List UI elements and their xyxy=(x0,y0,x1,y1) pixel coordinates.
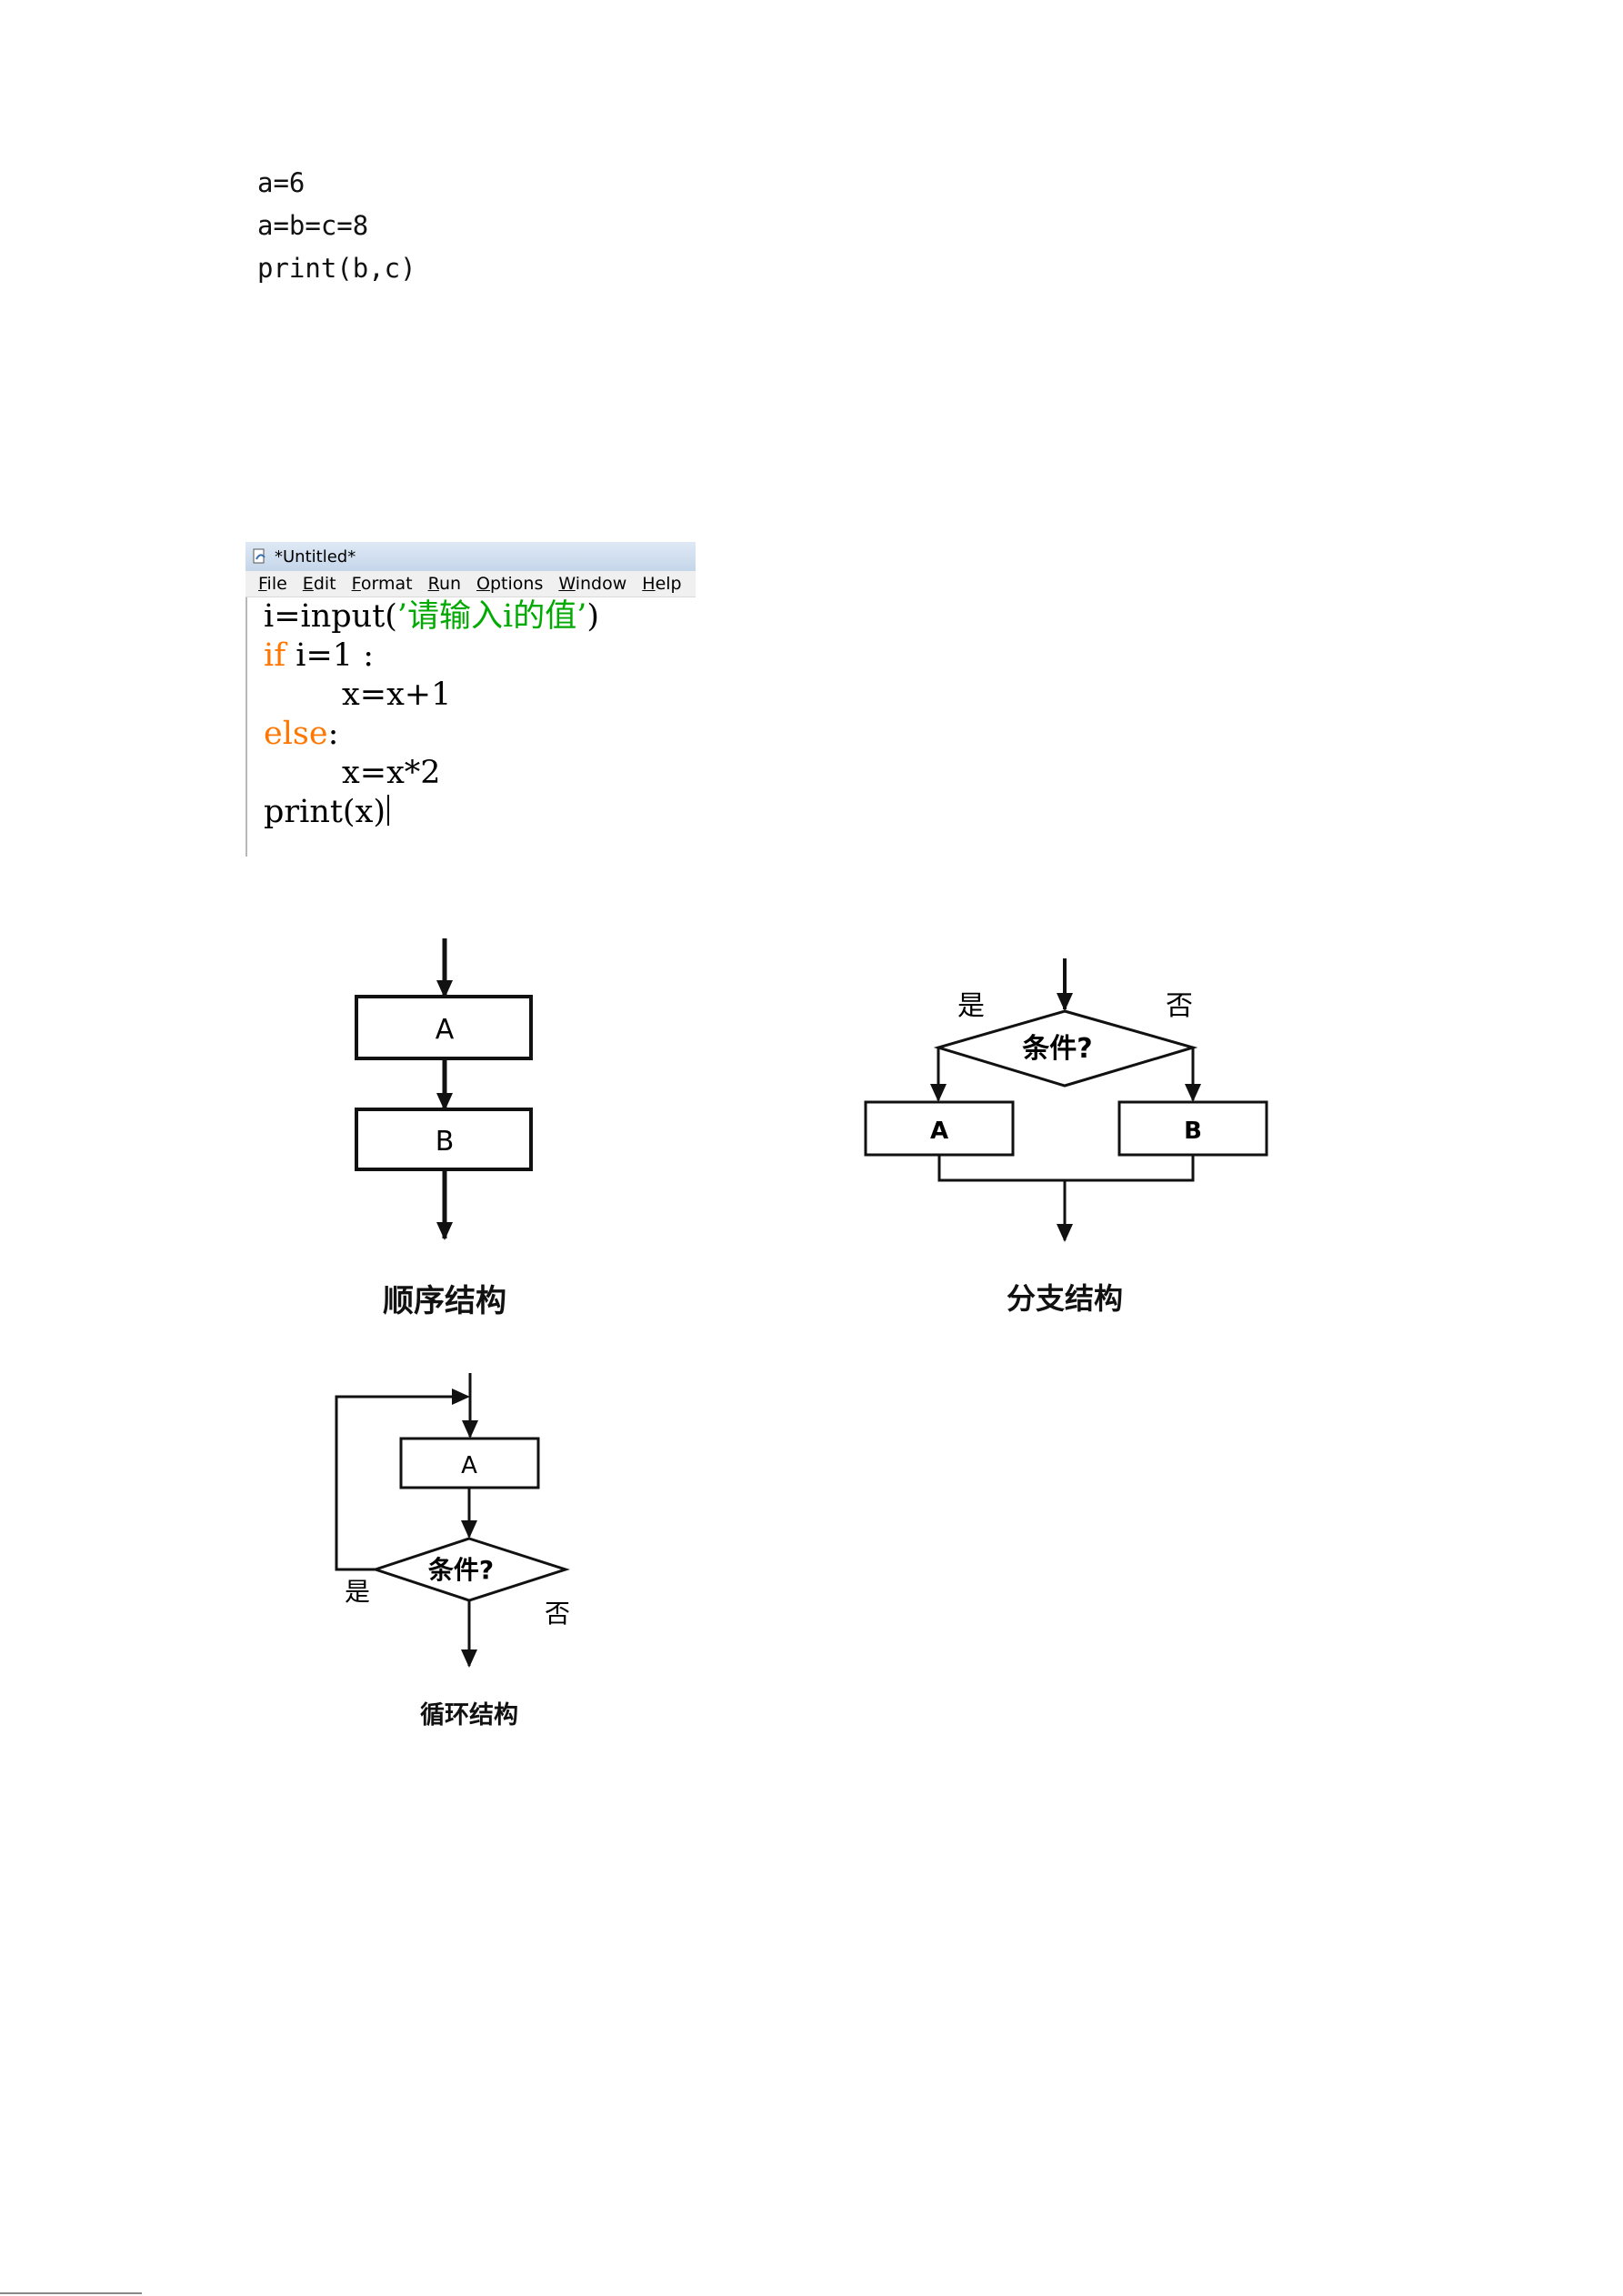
box-b-label: B xyxy=(1184,1118,1202,1145)
loop-caption: 循环结构 xyxy=(396,1695,542,1730)
branch-diagram: 条件? 是 否 A B xyxy=(866,958,1267,1240)
no-label: 否 xyxy=(545,1599,570,1629)
condition-label: 条件? xyxy=(1022,1033,1092,1065)
loop-diagram: A 条件? 是 否 xyxy=(336,1373,570,1666)
box-a-label: A xyxy=(930,1118,948,1145)
sequence-diagram: A B xyxy=(356,938,531,1238)
yes-label: 是 xyxy=(345,1577,370,1607)
condition-label: 条件? xyxy=(428,1555,494,1585)
box-a-label: A xyxy=(436,1014,455,1046)
box-a-label: A xyxy=(461,1452,477,1479)
yes-label: 是 xyxy=(957,990,985,1022)
footer-line xyxy=(0,2292,142,2294)
branch-caption: 分支结构 xyxy=(974,1276,1156,1318)
sequence-caption: 顺序结构 xyxy=(354,1276,536,1320)
box-b-label: B xyxy=(436,1126,455,1158)
no-label: 否 xyxy=(1166,990,1193,1022)
